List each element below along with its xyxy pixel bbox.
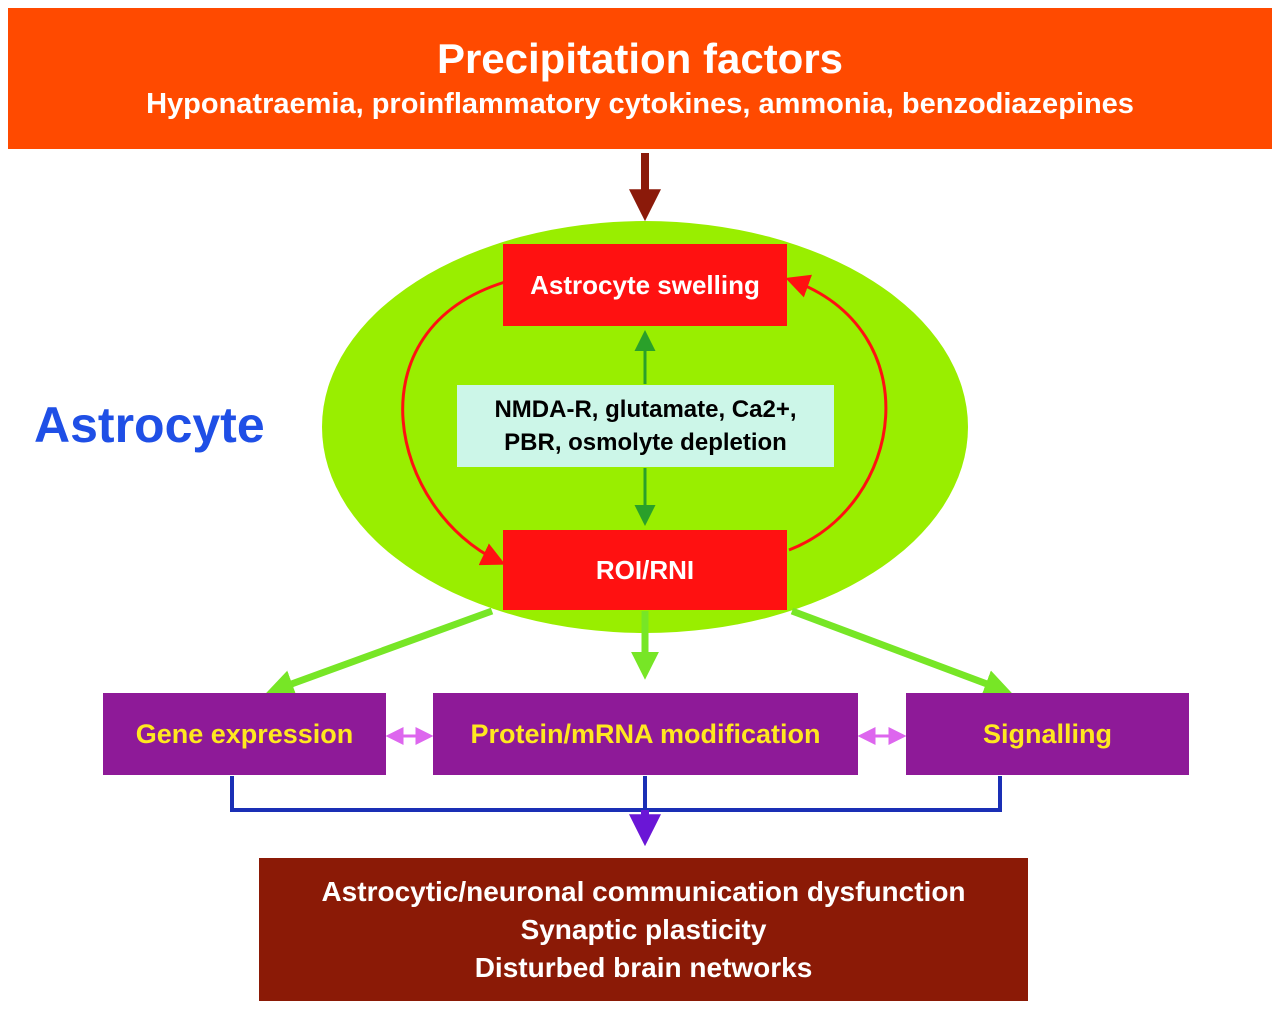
protein-mrna-modification-box: Protein/mRNA modification [433, 693, 858, 775]
outcome-line-2: Synaptic plasticity [520, 913, 767, 945]
arrow-roi-to-gene-expression [265, 607, 494, 697]
astrocyte-swelling-box: Astrocyte swelling [503, 244, 787, 326]
outcome-line-3: Disturbed brain networks [474, 951, 813, 983]
mediators-line-2: PBR, osmolyte depletion [504, 429, 787, 456]
outcome-box: Astrocytic/neuronal communication dysfun… [259, 858, 1028, 1001]
roi-rni-box: ROI/RNI [503, 530, 787, 610]
signalling-box: Signalling [906, 693, 1189, 775]
arrow-roi-to-signalling [790, 607, 1013, 697]
arrow-loop-swelling-to-roi [401, 280, 506, 566]
gene-expression-box: Gene expression [103, 693, 386, 775]
outcome-line-1: Astrocytic/neuronal communication dysfun… [321, 875, 966, 907]
mediators-line-1: NMDA-R, glutamate, Ca2+, [494, 396, 797, 423]
astrocyte-label: Astrocyte [34, 397, 265, 453]
precipitation-factors-box: Precipitation factors Hyponatraemia, pro… [8, 8, 1272, 149]
precipitation-subtitle: Hyponatraemia, proinflammatory cytokines… [146, 87, 1134, 120]
precipitation-title: Precipitation factors [436, 34, 844, 82]
connector-effects-bracket [230, 776, 1002, 812]
mediators-box: NMDA-R, glutamate, Ca2+, PBR, osmolyte d… [457, 385, 834, 467]
arrow-loop-roi-to-swelling [785, 274, 888, 552]
